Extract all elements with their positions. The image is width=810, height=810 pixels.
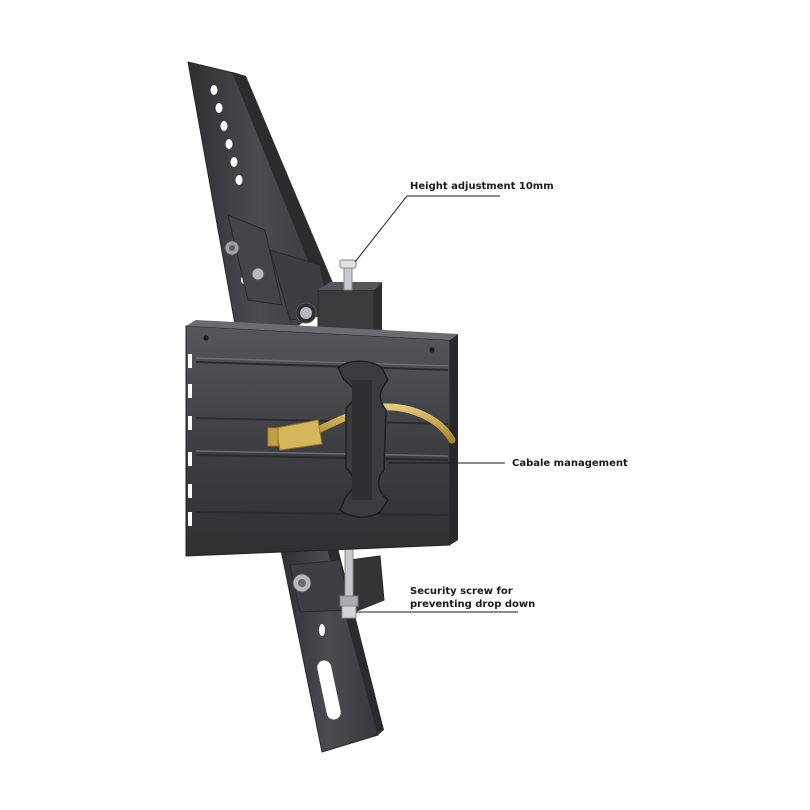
- cable-management-clip: [337, 360, 389, 518]
- height-adjustment-text: Height adjustment 10mm: [410, 181, 554, 192]
- security-screw-text-line1: Security screw for: [410, 586, 513, 597]
- security-screw-text-line2: preventing drop down: [410, 599, 536, 610]
- horizontal-rail-plate: [185, 320, 458, 557]
- upper-bracket-arm: [187, 61, 336, 336]
- height-adjustment-label: Height adjustment 10mm: [410, 180, 554, 193]
- rail-edge-slots: [188, 354, 192, 526]
- cable-management-text: Cabale management: [512, 458, 628, 469]
- security-screw-label: Security screw for preventing drop down: [410, 585, 535, 611]
- lower-bracket-arm: [279, 529, 385, 753]
- height-callout-line: [354, 195, 500, 263]
- cable-management-label: Cabale management: [512, 457, 628, 470]
- callout-leader-lines: [354, 195, 518, 613]
